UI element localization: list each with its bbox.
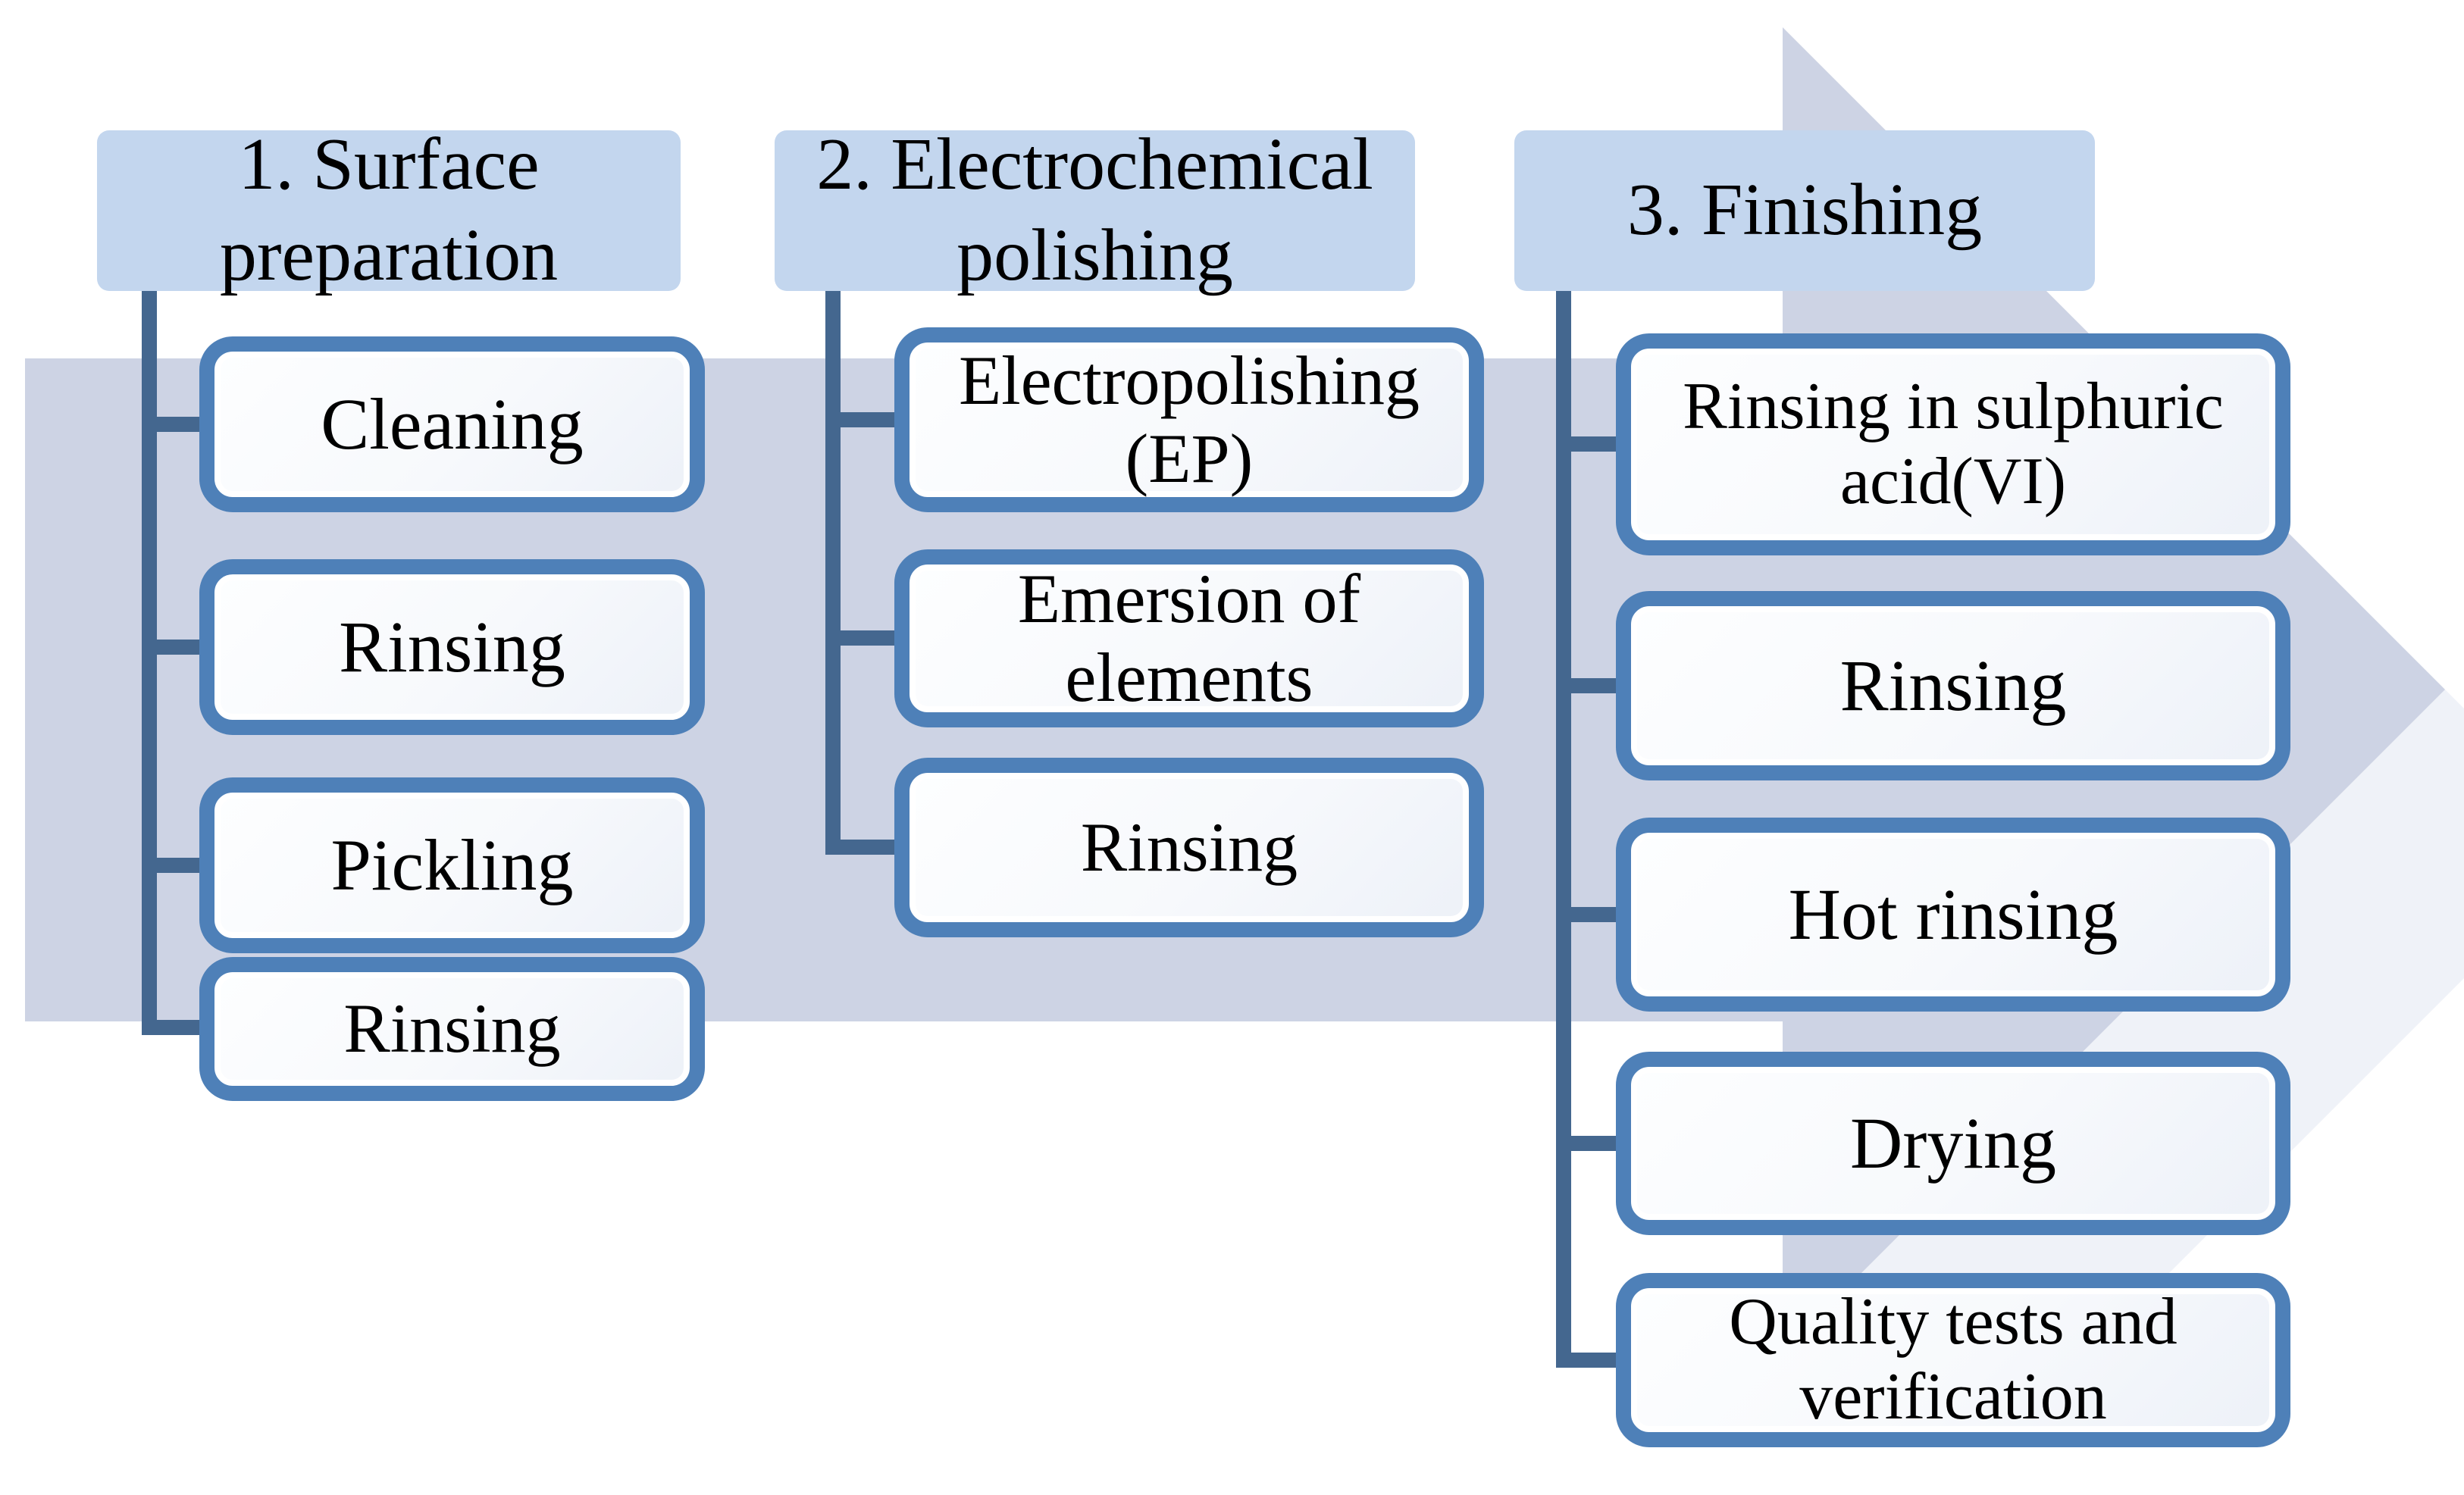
step-box-electropolishing: Electropolishing (EP) xyxy=(894,327,1484,512)
stage-header-3: 3. Finishing xyxy=(1514,130,2095,291)
step-box-rinsing-4: Rinsing xyxy=(1616,591,2290,780)
step-box-drying: Drying xyxy=(1616,1052,2290,1235)
step-box-emersion: Emersion of elements xyxy=(894,549,1484,727)
stage-header-2: 2. Electrochemical polishing xyxy=(775,124,1415,296)
step-box-cleaning: Cleaning xyxy=(199,336,705,512)
step-box-hot-rinsing: Hot rinsing xyxy=(1616,818,2290,1012)
step-box-rinsing-2: Rinsing xyxy=(199,957,705,1101)
step-box-quality-tests: Quality tests and verification xyxy=(1616,1273,2290,1447)
step-box-pickling: Pickling xyxy=(199,777,705,953)
step-box-rinsing-sulphuric: Rinsing in sulphuric acid(VI) xyxy=(1616,333,2290,555)
step-box-rinsing-1: Rinsing xyxy=(199,559,705,735)
step-box-rinsing-3: Rinsing xyxy=(894,758,1484,937)
stage-header-1: 1. Surface preparation xyxy=(97,124,681,296)
